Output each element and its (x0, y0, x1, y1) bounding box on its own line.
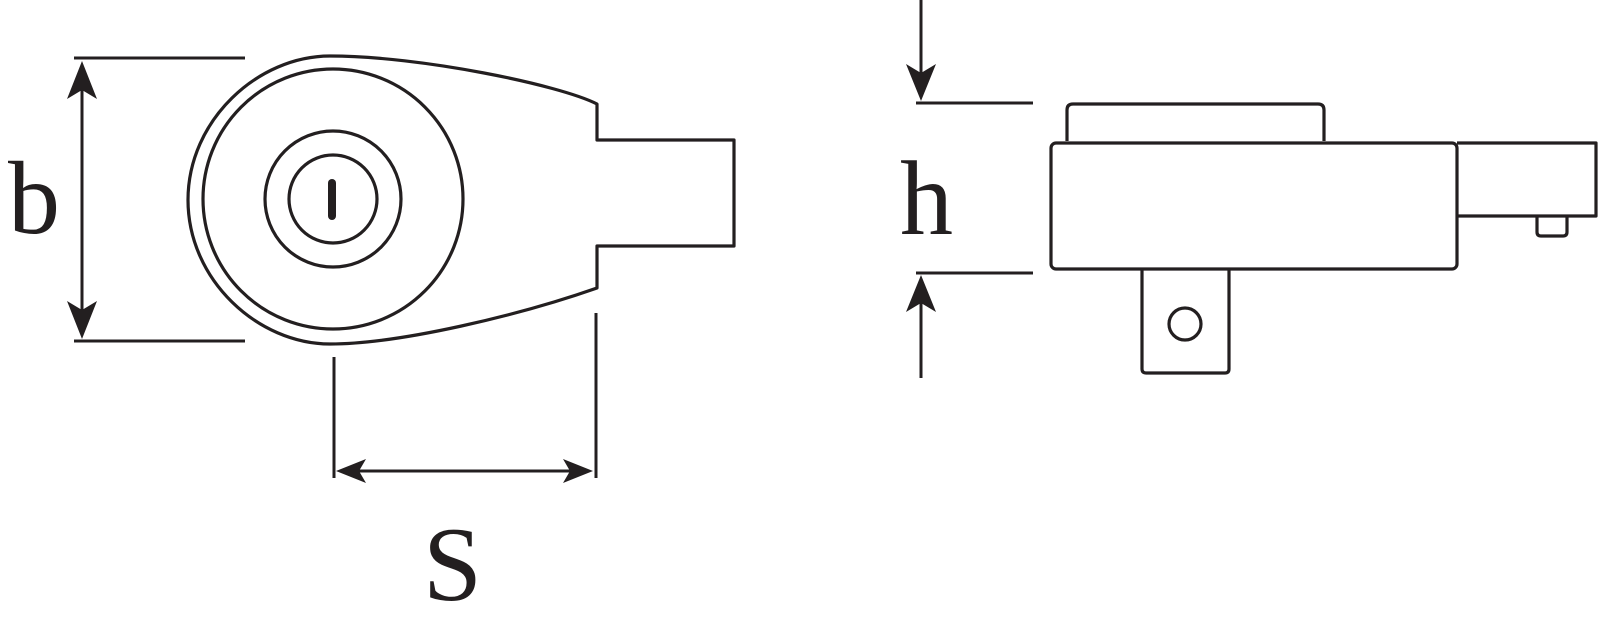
b-arrow-top (67, 61, 97, 99)
main-body (1049, 141, 1459, 271)
s-arrow-right (563, 459, 593, 483)
h-label: h (900, 140, 953, 257)
b-label: b (8, 141, 60, 256)
release-button (287, 153, 379, 245)
h-arrow-top (906, 64, 936, 101)
s-arrow-left (336, 459, 366, 483)
shank-tab (1535, 216, 1569, 238)
square-drive (1140, 269, 1231, 375)
head-outer-outline (186, 54, 736, 346)
top-view: b S (8, 54, 736, 619)
ratchet-ring (263, 129, 403, 269)
b-arrow-bottom (67, 301, 97, 339)
head-inner-circle (201, 67, 465, 331)
handle-shank (1457, 141, 1598, 218)
s-label: S (423, 506, 482, 619)
detent-ball (1167, 306, 1203, 342)
h-arrow-bottom (906, 275, 936, 312)
top-plate (1065, 102, 1326, 141)
side-view: h (900, 0, 1598, 378)
